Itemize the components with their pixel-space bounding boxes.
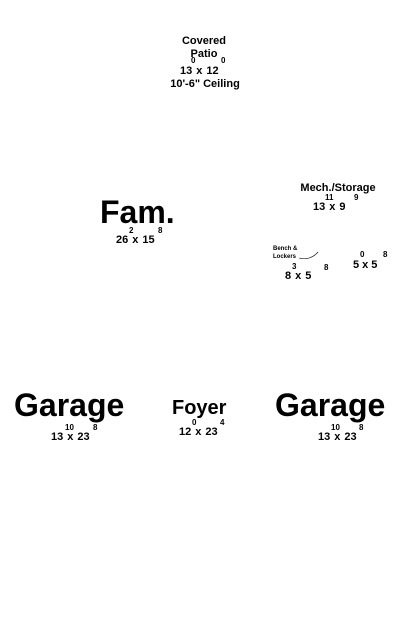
dim-depth: 5 <box>305 270 312 282</box>
dim-width-inches: 2 <box>129 226 134 235</box>
room-name: Fam. <box>100 194 175 230</box>
dim-width: 13 <box>51 431 64 443</box>
dim-depth: 23 <box>344 431 357 443</box>
dim-width-inches: 3 <box>292 262 297 271</box>
dim-width: 5 <box>353 259 360 271</box>
dim-depth: 15 <box>142 234 155 246</box>
dim-depth: 23 <box>205 426 218 438</box>
dim-depth-inches: 8 <box>93 423 98 432</box>
dim-depth-inches: 0 <box>221 56 226 65</box>
dim-separator: x <box>132 234 139 246</box>
dim-depth-inches: 9 <box>354 193 359 202</box>
dim-depth: 12 <box>206 65 219 77</box>
dim-depth-inches: 8 <box>158 226 163 235</box>
dim-width: 8 <box>285 270 292 282</box>
dim-depth: 9 <box>339 201 346 213</box>
dim-depth-inches: 4 <box>220 418 225 427</box>
dim-width-inches: 10 <box>65 423 74 432</box>
dim-width: 12 <box>179 426 192 438</box>
room-name: Patio <box>190 48 218 60</box>
dim-width-inches: 0 <box>360 250 365 259</box>
dim-width-inches: 10 <box>331 423 340 432</box>
dim-width-inches: 0 <box>191 56 196 65</box>
dim-separator: x <box>67 431 74 443</box>
dim-width: 26 <box>116 234 129 246</box>
dim-separator: x <box>329 201 336 213</box>
dim-width: 13 <box>180 65 193 77</box>
room-name: Lockers <box>273 254 297 260</box>
dim-separator: x <box>195 426 202 438</box>
room-name: Garage <box>14 387 125 423</box>
dim-width-inches: 0 <box>192 418 197 427</box>
dim-width-inches: 11 <box>325 193 334 202</box>
dim-width: 13 <box>313 201 326 213</box>
dim-width: 13 <box>318 431 331 443</box>
room-name: Garage <box>275 387 386 423</box>
dim-separator: x <box>362 259 369 271</box>
room-name: Mech./Storage <box>300 182 376 194</box>
dim-separator: x <box>196 65 203 77</box>
room-name: Covered <box>181 35 227 47</box>
dim-depth-inches: 8 <box>359 423 364 432</box>
room-name: Foyer <box>172 397 227 419</box>
dim-separator: x <box>295 270 302 282</box>
dim-depth: 5 <box>371 259 378 271</box>
room-name: Bench & <box>273 246 298 252</box>
dim-depth-inches: 8 <box>383 250 388 259</box>
ceiling-height: 10'-6" Ceiling <box>170 78 240 90</box>
dim-depth-inches: 8 <box>324 263 329 272</box>
dim-depth: 23 <box>77 431 90 443</box>
dim-separator: x <box>334 431 341 443</box>
